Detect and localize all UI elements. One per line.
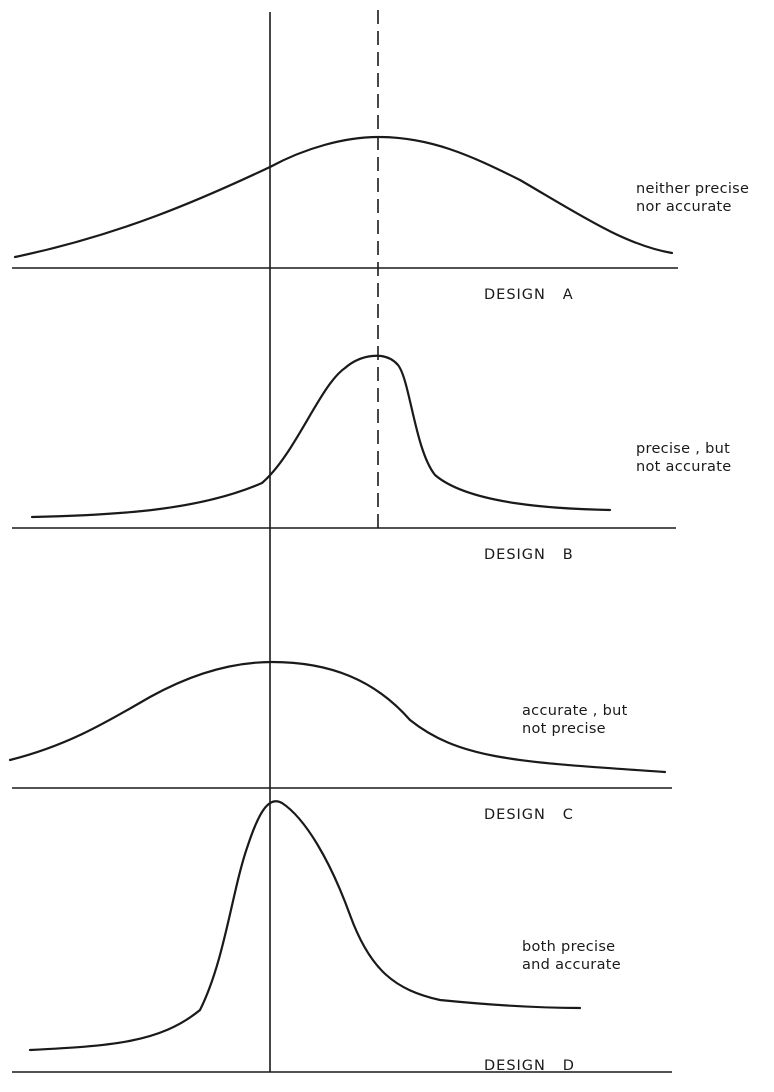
note-line: precise , but xyxy=(636,441,731,457)
note-line: not accurate xyxy=(636,459,732,475)
note-line: neither precise xyxy=(636,181,750,197)
note-design-c: accurate , but not precise xyxy=(522,702,628,738)
note-design-d: both precise and accurate xyxy=(522,938,621,974)
design-label-d: DESIGN D xyxy=(484,1058,575,1074)
design-label-c: DESIGN C xyxy=(484,807,574,823)
note-line: and accurate xyxy=(522,957,621,973)
design-label-b: DESIGN B xyxy=(484,547,574,563)
curve-design-a xyxy=(13,135,674,259)
curve-design-c xyxy=(8,660,667,774)
design-label-a: DESIGN A xyxy=(484,287,574,303)
note-line: both precise xyxy=(522,939,616,955)
note-line: not precise xyxy=(522,721,606,737)
note-design-a: neither precise nor accurate xyxy=(636,180,749,216)
curve-design-b xyxy=(30,354,612,519)
note-design-b: precise , but not accurate xyxy=(636,440,731,476)
curve-design-d xyxy=(28,800,582,1052)
note-line: nor accurate xyxy=(636,199,732,215)
note-line: accurate , but xyxy=(522,703,628,719)
